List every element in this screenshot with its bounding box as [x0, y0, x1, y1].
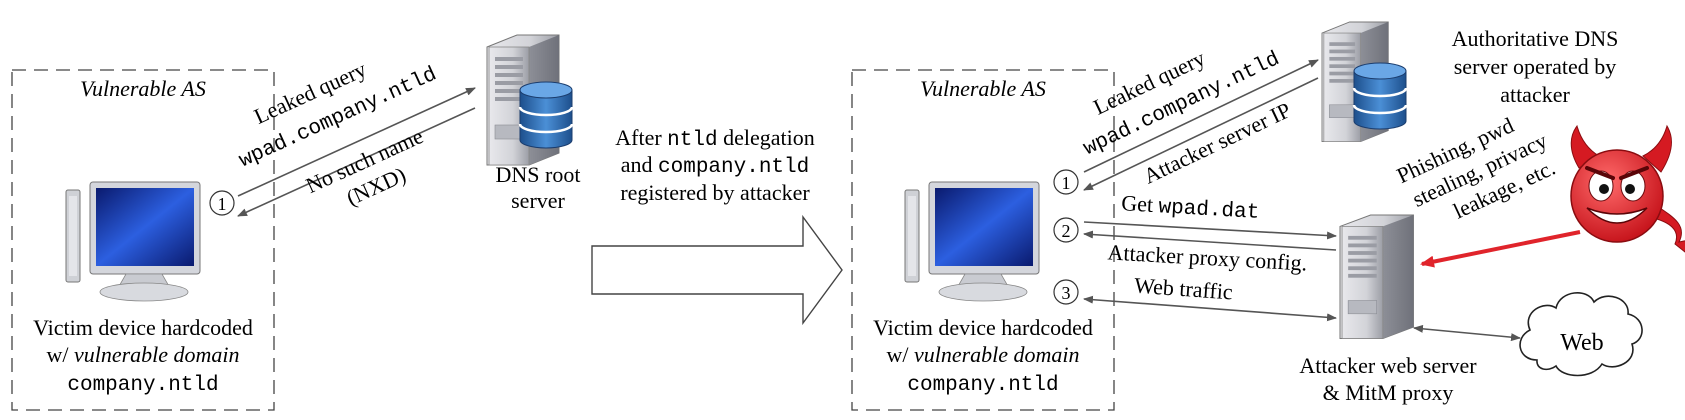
get-file: wpad.dat	[1158, 196, 1260, 225]
transition-line1-mono: ntld	[667, 129, 717, 152]
right-victim-prefix: w/	[886, 342, 914, 367]
transition-line3: registered by attacker	[620, 180, 810, 205]
web-traffic-arrow	[1083, 295, 1337, 322]
right-reply-arrow	[1083, 77, 1319, 191]
right-panel: Vulnerable AS 1 2 3 Victim device hardco…	[851, 21, 1685, 411]
get-wpad-arrow	[1083, 221, 1337, 240]
left-victim-domain: company.ntld	[67, 374, 218, 397]
right-step2-badge: 2	[1053, 217, 1079, 243]
right-step1-badge: 1	[1053, 169, 1079, 195]
dns-root-database-icon	[518, 80, 574, 150]
transition-line1-a: After	[615, 125, 667, 150]
auth-dns-line2: server operated by	[1454, 54, 1616, 79]
attacker-line2: & MitM proxy	[1323, 380, 1454, 405]
get-label: Get	[1121, 190, 1160, 217]
web-label: Web	[1560, 330, 1603, 356]
left-victim-line2: w/ vulnerable domain	[46, 342, 239, 367]
left-step1-badge: 1	[209, 190, 235, 216]
attack-arrow	[1420, 230, 1581, 268]
get-wpad-label: Get wpad.dat	[1121, 190, 1260, 225]
attacker-line1: Attacker web server	[1299, 353, 1477, 378]
devil-face-icon	[1570, 124, 1685, 253]
right-computer-icon	[904, 181, 1040, 302]
left-as-label: Vulnerable AS	[80, 76, 206, 101]
left-step1-label: 1	[218, 194, 227, 214]
right-step2-label: 2	[1062, 221, 1071, 241]
auth-dns-line3: attacker	[1500, 82, 1570, 107]
right-query-arrow	[1083, 59, 1319, 173]
right-victim-domain: company.ntld	[907, 374, 1058, 397]
left-victim-em: vulnerable domain	[74, 342, 240, 367]
transition-line2: and company.ntld	[621, 152, 810, 179]
right-step3-label: 3	[1062, 283, 1071, 303]
left-reply-arrow	[237, 107, 476, 217]
dns-root-line1: DNS root	[496, 162, 581, 187]
web-traffic-label: Web traffic	[1133, 273, 1233, 305]
attacker-server-icon	[1339, 214, 1414, 340]
web-cloud-icon	[1519, 292, 1643, 377]
proxy-config-label: Attacker proxy config.	[1107, 239, 1308, 275]
dns-root-line2: server	[511, 188, 565, 213]
right-step1-label: 1	[1062, 173, 1071, 193]
right-victim-line2: w/ vulnerable domain	[886, 342, 1079, 367]
right-victim-em: vulnerable domain	[914, 342, 1080, 367]
right-step3-badge: 3	[1053, 279, 1079, 305]
right-as-label: Vulnerable AS	[920, 76, 1046, 101]
right-vulnerable-as-box	[851, 69, 1115, 411]
attacker-web-arrow	[1413, 324, 1521, 342]
transition-line2-mono: company.ntld	[658, 156, 809, 179]
auth-dns-line1: Authoritative DNS	[1452, 26, 1619, 51]
transition: After ntld delegation and company.ntld r…	[591, 125, 843, 326]
transition-line2-a: and	[621, 152, 658, 177]
left-vulnerable-as-box	[11, 69, 275, 411]
transition-line1: After ntld delegation	[615, 125, 814, 152]
left-victim-line1: Victim device hardcoded	[33, 315, 253, 340]
left-query-arrow	[237, 87, 476, 197]
auth-dns-database-icon	[1352, 61, 1408, 131]
proxy-config-arrow	[1083, 230, 1337, 251]
left-computer-icon	[65, 181, 201, 302]
transition-line1-b: delegation	[718, 125, 815, 150]
left-panel: Vulnerable AS 1 Victim device hardcoded …	[11, 34, 581, 411]
left-victim-prefix: w/	[46, 342, 74, 367]
transition-arrow	[591, 214, 843, 326]
right-victim-line1: Victim device hardcoded	[873, 315, 1093, 340]
